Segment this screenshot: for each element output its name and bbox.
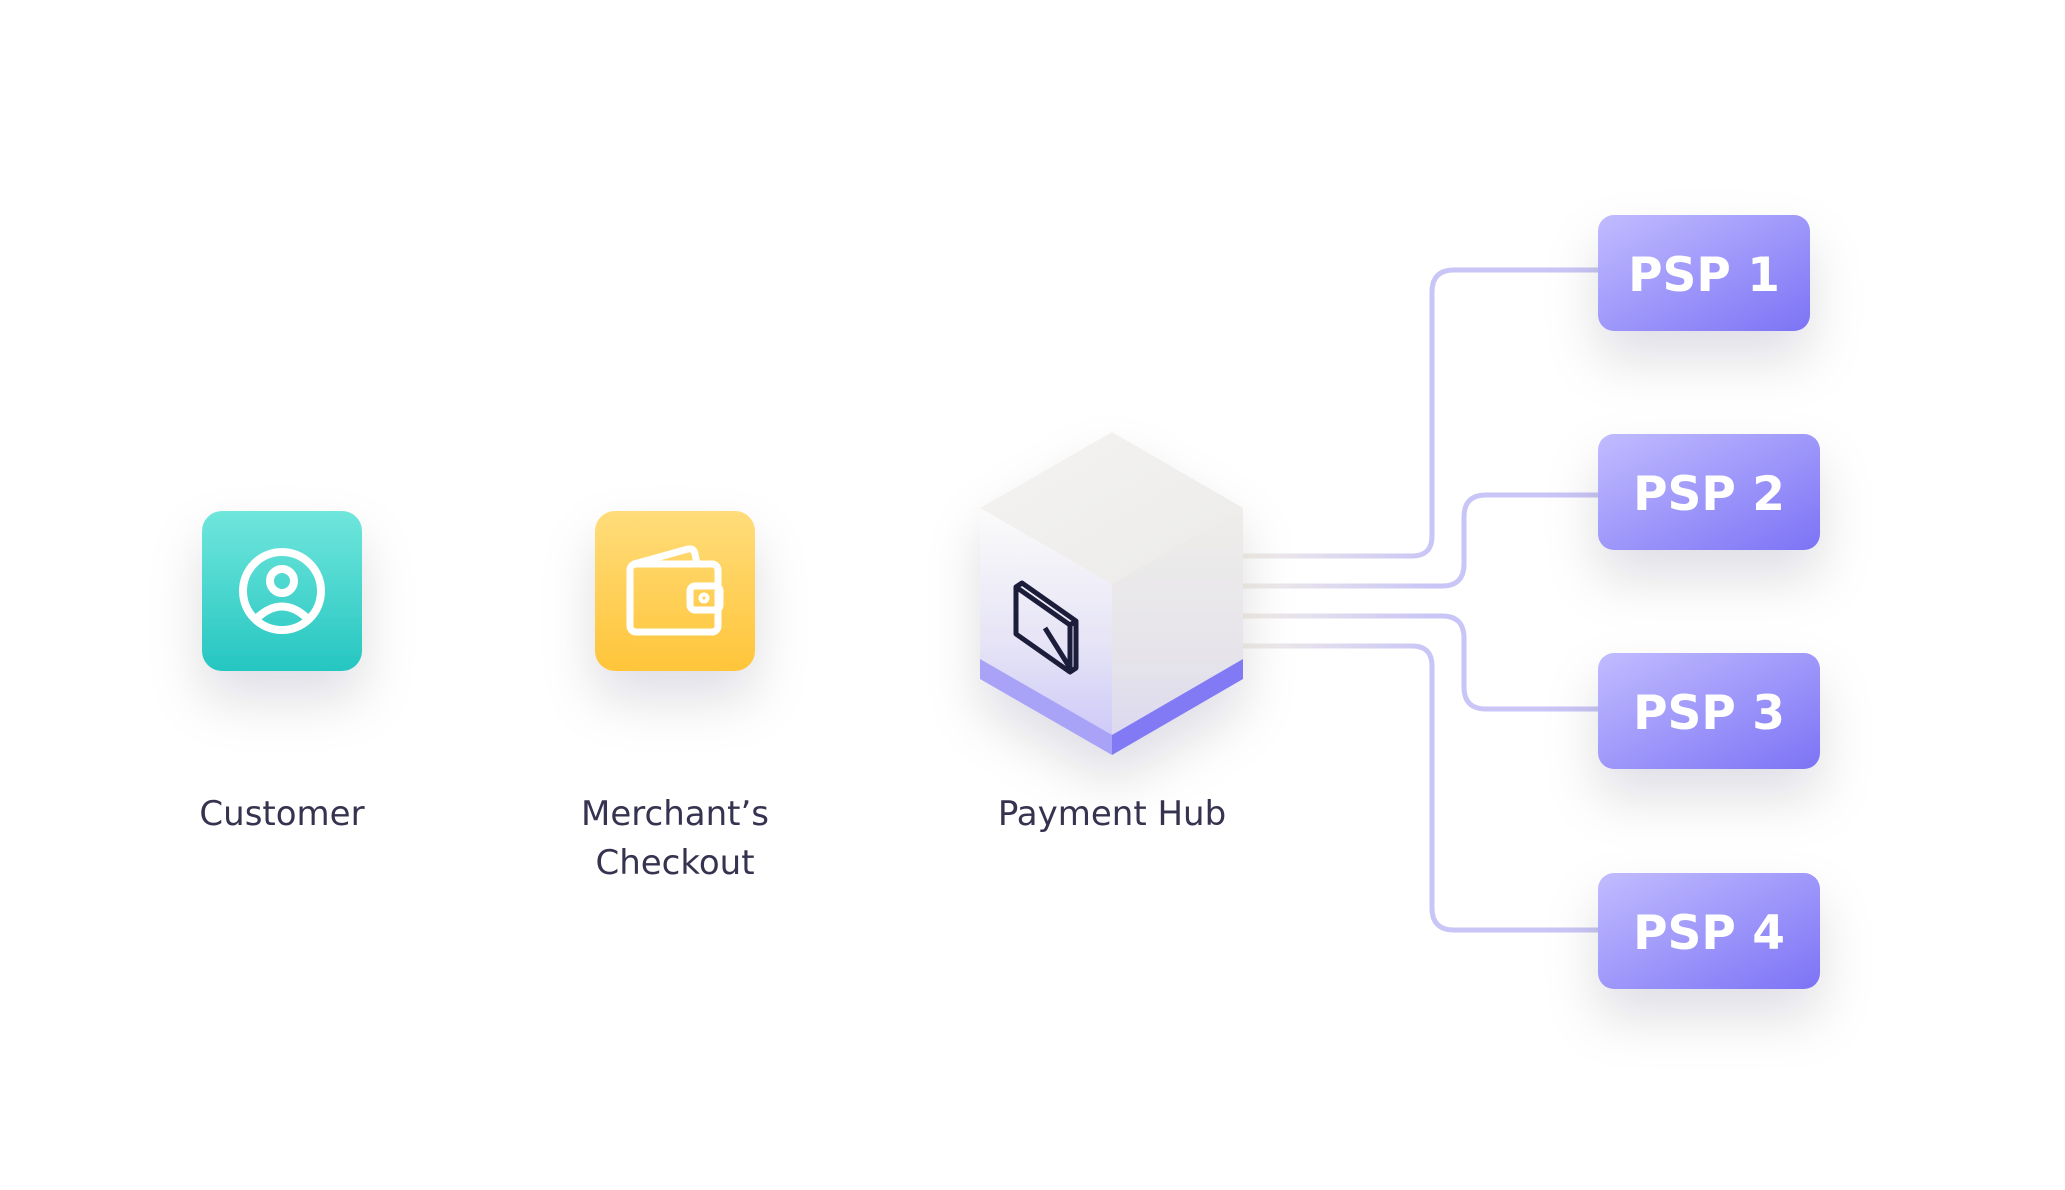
checkout-label-line2: Checkout [595,843,755,883]
psp-node-4: PSP 4 [1598,873,1820,989]
hub-cube-top [980,432,1243,584]
user-circle-icon [239,548,325,634]
payment-hub-label: Payment Hub [997,794,1227,834]
hub-cube-base-left [980,659,1112,755]
checkout-label: Merchant’s Checkout [535,790,815,888]
connector-hub-psp-2 [1243,492,1598,589]
hub-logo-icon [1013,580,1079,675]
customer-node [202,511,362,671]
hub-cube-base-right [1112,659,1243,755]
psp-label: PSP 3 [1633,686,1785,741]
wallet-icon [626,545,724,636]
connector-hub-psp-3 [1243,613,1598,712]
psp-node-1: PSP 1 [1598,215,1810,331]
psp-label: PSP 2 [1633,467,1785,522]
psp-node-3: PSP 3 [1598,653,1820,769]
checkout-label-line1: Merchant’s [581,794,769,834]
psp-label: PSP 1 [1628,248,1780,303]
payment-hub-node [980,432,1243,755]
customer-label: Customer [199,794,365,834]
connector-hub-psp-4 [1243,643,1598,933]
checkout-node [595,511,755,671]
psp-node-2: PSP 2 [1598,434,1820,550]
psp-label: PSP 4 [1633,906,1785,961]
connector-hub-psp-1 [1243,267,1598,559]
